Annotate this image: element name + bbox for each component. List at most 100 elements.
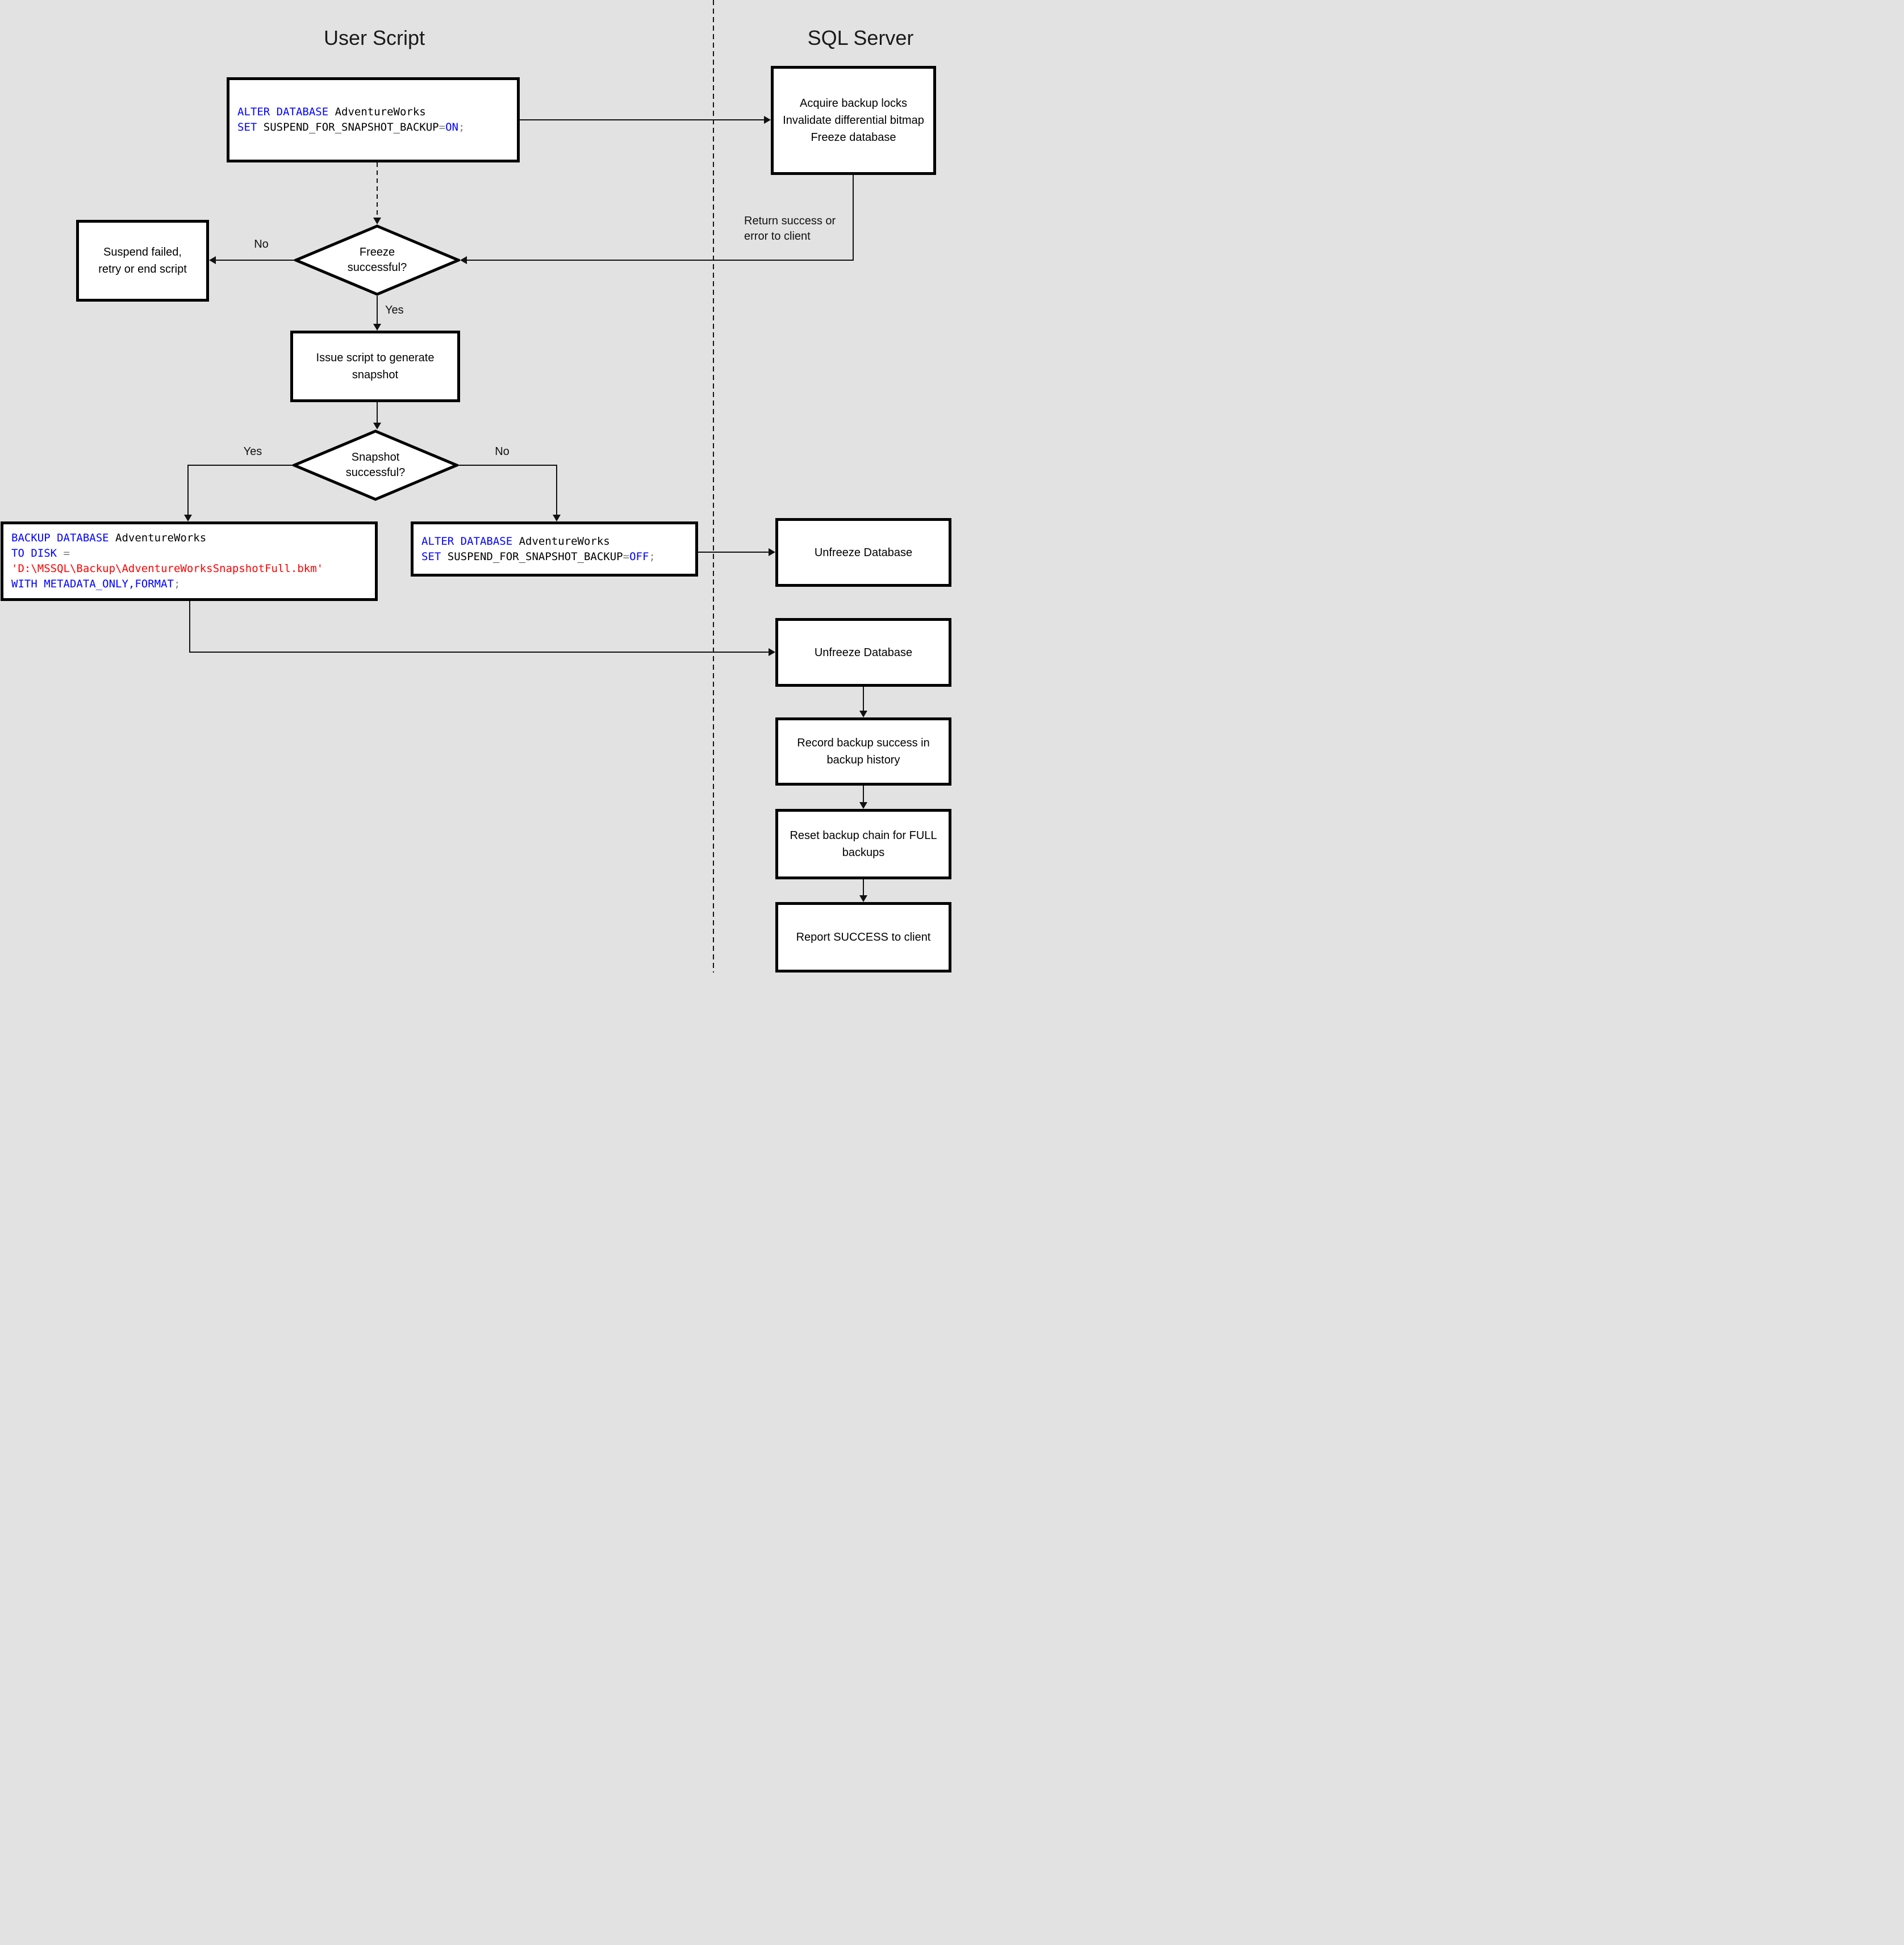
edge-acquire-return-horizontal xyxy=(466,260,854,261)
decision-freeze-successful: Freeze successful? xyxy=(294,224,460,296)
sql-keyword: TO DISK xyxy=(11,547,64,560)
node-text-line: Suspend failed, xyxy=(103,246,182,258)
sql-operator: ; xyxy=(649,550,655,563)
arrowhead xyxy=(373,423,381,429)
sql-identifier: SUSPEND_FOR_SNAPSHOT_BACKUP xyxy=(441,550,623,563)
sql-keyword: SET xyxy=(237,121,257,133)
node-text: Report SUCCESS to client xyxy=(796,931,931,944)
label-freeze-yes: Yes xyxy=(385,304,404,316)
node-text: Reset backup chain for FULL backups xyxy=(790,829,937,859)
arrowhead xyxy=(859,802,867,809)
sql-operator: = xyxy=(623,550,630,563)
arrowhead xyxy=(859,711,867,717)
arrowhead xyxy=(859,895,867,902)
label-snapshot-yes: Yes xyxy=(243,445,262,458)
node-record-backup-history: Record backup success in backup history xyxy=(775,717,951,786)
node-alter-database-on: ALTER DATABASE AdventureWorks SET SUSPEN… xyxy=(227,77,520,162)
label-line: error to client xyxy=(744,230,811,243)
lane-title-sql-server: SQL Server xyxy=(807,26,914,49)
node-suspend-failed: Suspend failed, retry or end script xyxy=(76,220,209,302)
decision-text-line: Freeze xyxy=(359,246,395,258)
code-line: 'D:\MSSQL\Backup\AdventureWorksSnapshotF… xyxy=(11,561,323,577)
edge-issue-to-snapshot xyxy=(377,402,378,424)
sql-operator: ; xyxy=(458,121,465,133)
sql-identifier: AdventureWorks xyxy=(519,535,610,548)
sql-keyword: BACKUP DATABASE xyxy=(11,532,116,544)
edge-backup-to-unfreeze2 xyxy=(189,652,769,653)
arrowhead xyxy=(460,256,467,264)
label-line: Return success or xyxy=(744,215,836,227)
sql-operator: = xyxy=(439,121,446,133)
arrowhead xyxy=(373,218,381,224)
flowchart-canvas: User Script SQL Server ALTER DATABASE Ad… xyxy=(0,0,952,972)
node-text: Issue script to generate snapshot xyxy=(316,352,435,381)
code-line: WITH METADATA_ONLY,FORMAT; xyxy=(11,577,180,592)
sql-identifier: SUSPEND_FOR_SNAPSHOT_BACKUP xyxy=(257,121,439,133)
node-issue-snapshot-script: Issue script to generate snapshot xyxy=(290,331,460,402)
edge-freeze-yes xyxy=(377,296,378,325)
node-text-line: retry or end script xyxy=(98,263,187,276)
node-alter-database-off: ALTER DATABASE AdventureWorks SET SUSPEN… xyxy=(411,521,698,577)
node-text-line: Invalidate differential bitmap xyxy=(783,114,924,127)
arrowhead xyxy=(209,256,216,264)
sql-operator: = xyxy=(63,547,70,560)
decision-text-line: Snapshot xyxy=(351,451,400,464)
sql-string: 'D:\MSSQL\Backup\AdventureWorksSnapshotF… xyxy=(11,562,324,575)
diamond-shape xyxy=(294,224,460,296)
edge-alteroff-to-unfreeze1 xyxy=(698,552,769,553)
edge-backup-down xyxy=(189,601,190,653)
sql-keyword: ALTER DATABASE xyxy=(237,106,335,118)
node-text: Record backup success in backup history xyxy=(797,737,930,766)
edge-alteron-to-freeze-dashed xyxy=(377,162,378,218)
edge-snapshot-yes-horizontal xyxy=(187,465,293,466)
edge-reset-to-report xyxy=(863,879,864,896)
code-line: TO DISK = xyxy=(11,546,70,561)
sql-keyword: SET xyxy=(421,550,441,563)
edge-alteron-to-acquire xyxy=(520,119,765,120)
edge-snapshot-no-horizontal xyxy=(458,465,557,466)
label-freeze-no: No xyxy=(254,238,269,251)
code-line: SET SUSPEND_FOR_SNAPSHOT_BACKUP=ON; xyxy=(237,120,465,135)
sql-operator: ; xyxy=(173,578,181,590)
node-text: Unfreeze Database xyxy=(814,546,913,559)
code-line: SET SUSPEND_FOR_SNAPSHOT_BACKUP=OFF; xyxy=(421,549,655,565)
sql-identifier: AdventureWorks xyxy=(115,532,207,544)
arrowhead xyxy=(769,648,775,656)
arrowhead xyxy=(184,515,192,521)
sql-keyword: WITH METADATA_ONLY,FORMAT xyxy=(11,578,174,590)
node-text: Unfreeze Database xyxy=(814,646,913,659)
edge-snapshot-no-vertical xyxy=(556,465,557,516)
edge-unfreeze2-to-record xyxy=(863,687,864,712)
node-unfreeze-database-2: Unfreeze Database xyxy=(775,618,951,687)
code-line: BACKUP DATABASE AdventureWorks xyxy=(11,531,206,546)
sql-keyword: ON xyxy=(445,121,458,133)
node-unfreeze-database-1: Unfreeze Database xyxy=(775,518,951,587)
edge-freeze-no xyxy=(216,260,294,261)
sql-keyword: OFF xyxy=(629,550,649,563)
node-report-success: Report SUCCESS to client xyxy=(775,902,951,972)
decision-text-line: successful? xyxy=(347,261,407,274)
sql-identifier: AdventureWorks xyxy=(335,106,426,118)
code-line: ALTER DATABASE AdventureWorks xyxy=(237,105,426,120)
decision-snapshot-successful: Snapshot successful? xyxy=(293,429,458,501)
label-snapshot-no: No xyxy=(495,445,510,458)
edge-record-to-reset xyxy=(863,786,864,803)
node-acquire-backup-locks: Acquire backup locks Invalidate differen… xyxy=(771,66,936,175)
sql-keyword: ALTER DATABASE xyxy=(421,535,519,548)
arrowhead xyxy=(764,116,771,124)
arrowhead xyxy=(769,548,775,556)
decision-text-line: successful? xyxy=(345,466,406,479)
swimlane-divider xyxy=(713,0,714,972)
diamond-shape xyxy=(293,429,458,501)
label-return-success: Return success or error to client xyxy=(744,214,846,244)
code-line: ALTER DATABASE AdventureWorks xyxy=(421,534,610,549)
node-text-line: Freeze database xyxy=(811,131,896,144)
node-text-line: Acquire backup locks xyxy=(800,97,907,110)
node-reset-backup-chain: Reset backup chain for FULL backups xyxy=(775,809,951,879)
arrowhead xyxy=(373,324,381,331)
node-backup-database-metadata: BACKUP DATABASE AdventureWorks TO DISK =… xyxy=(1,521,378,601)
arrowhead xyxy=(553,515,561,521)
edge-snapshot-yes-vertical xyxy=(187,465,189,516)
lane-title-user-script: User Script xyxy=(323,26,425,49)
edge-acquire-return-vertical xyxy=(853,174,854,260)
